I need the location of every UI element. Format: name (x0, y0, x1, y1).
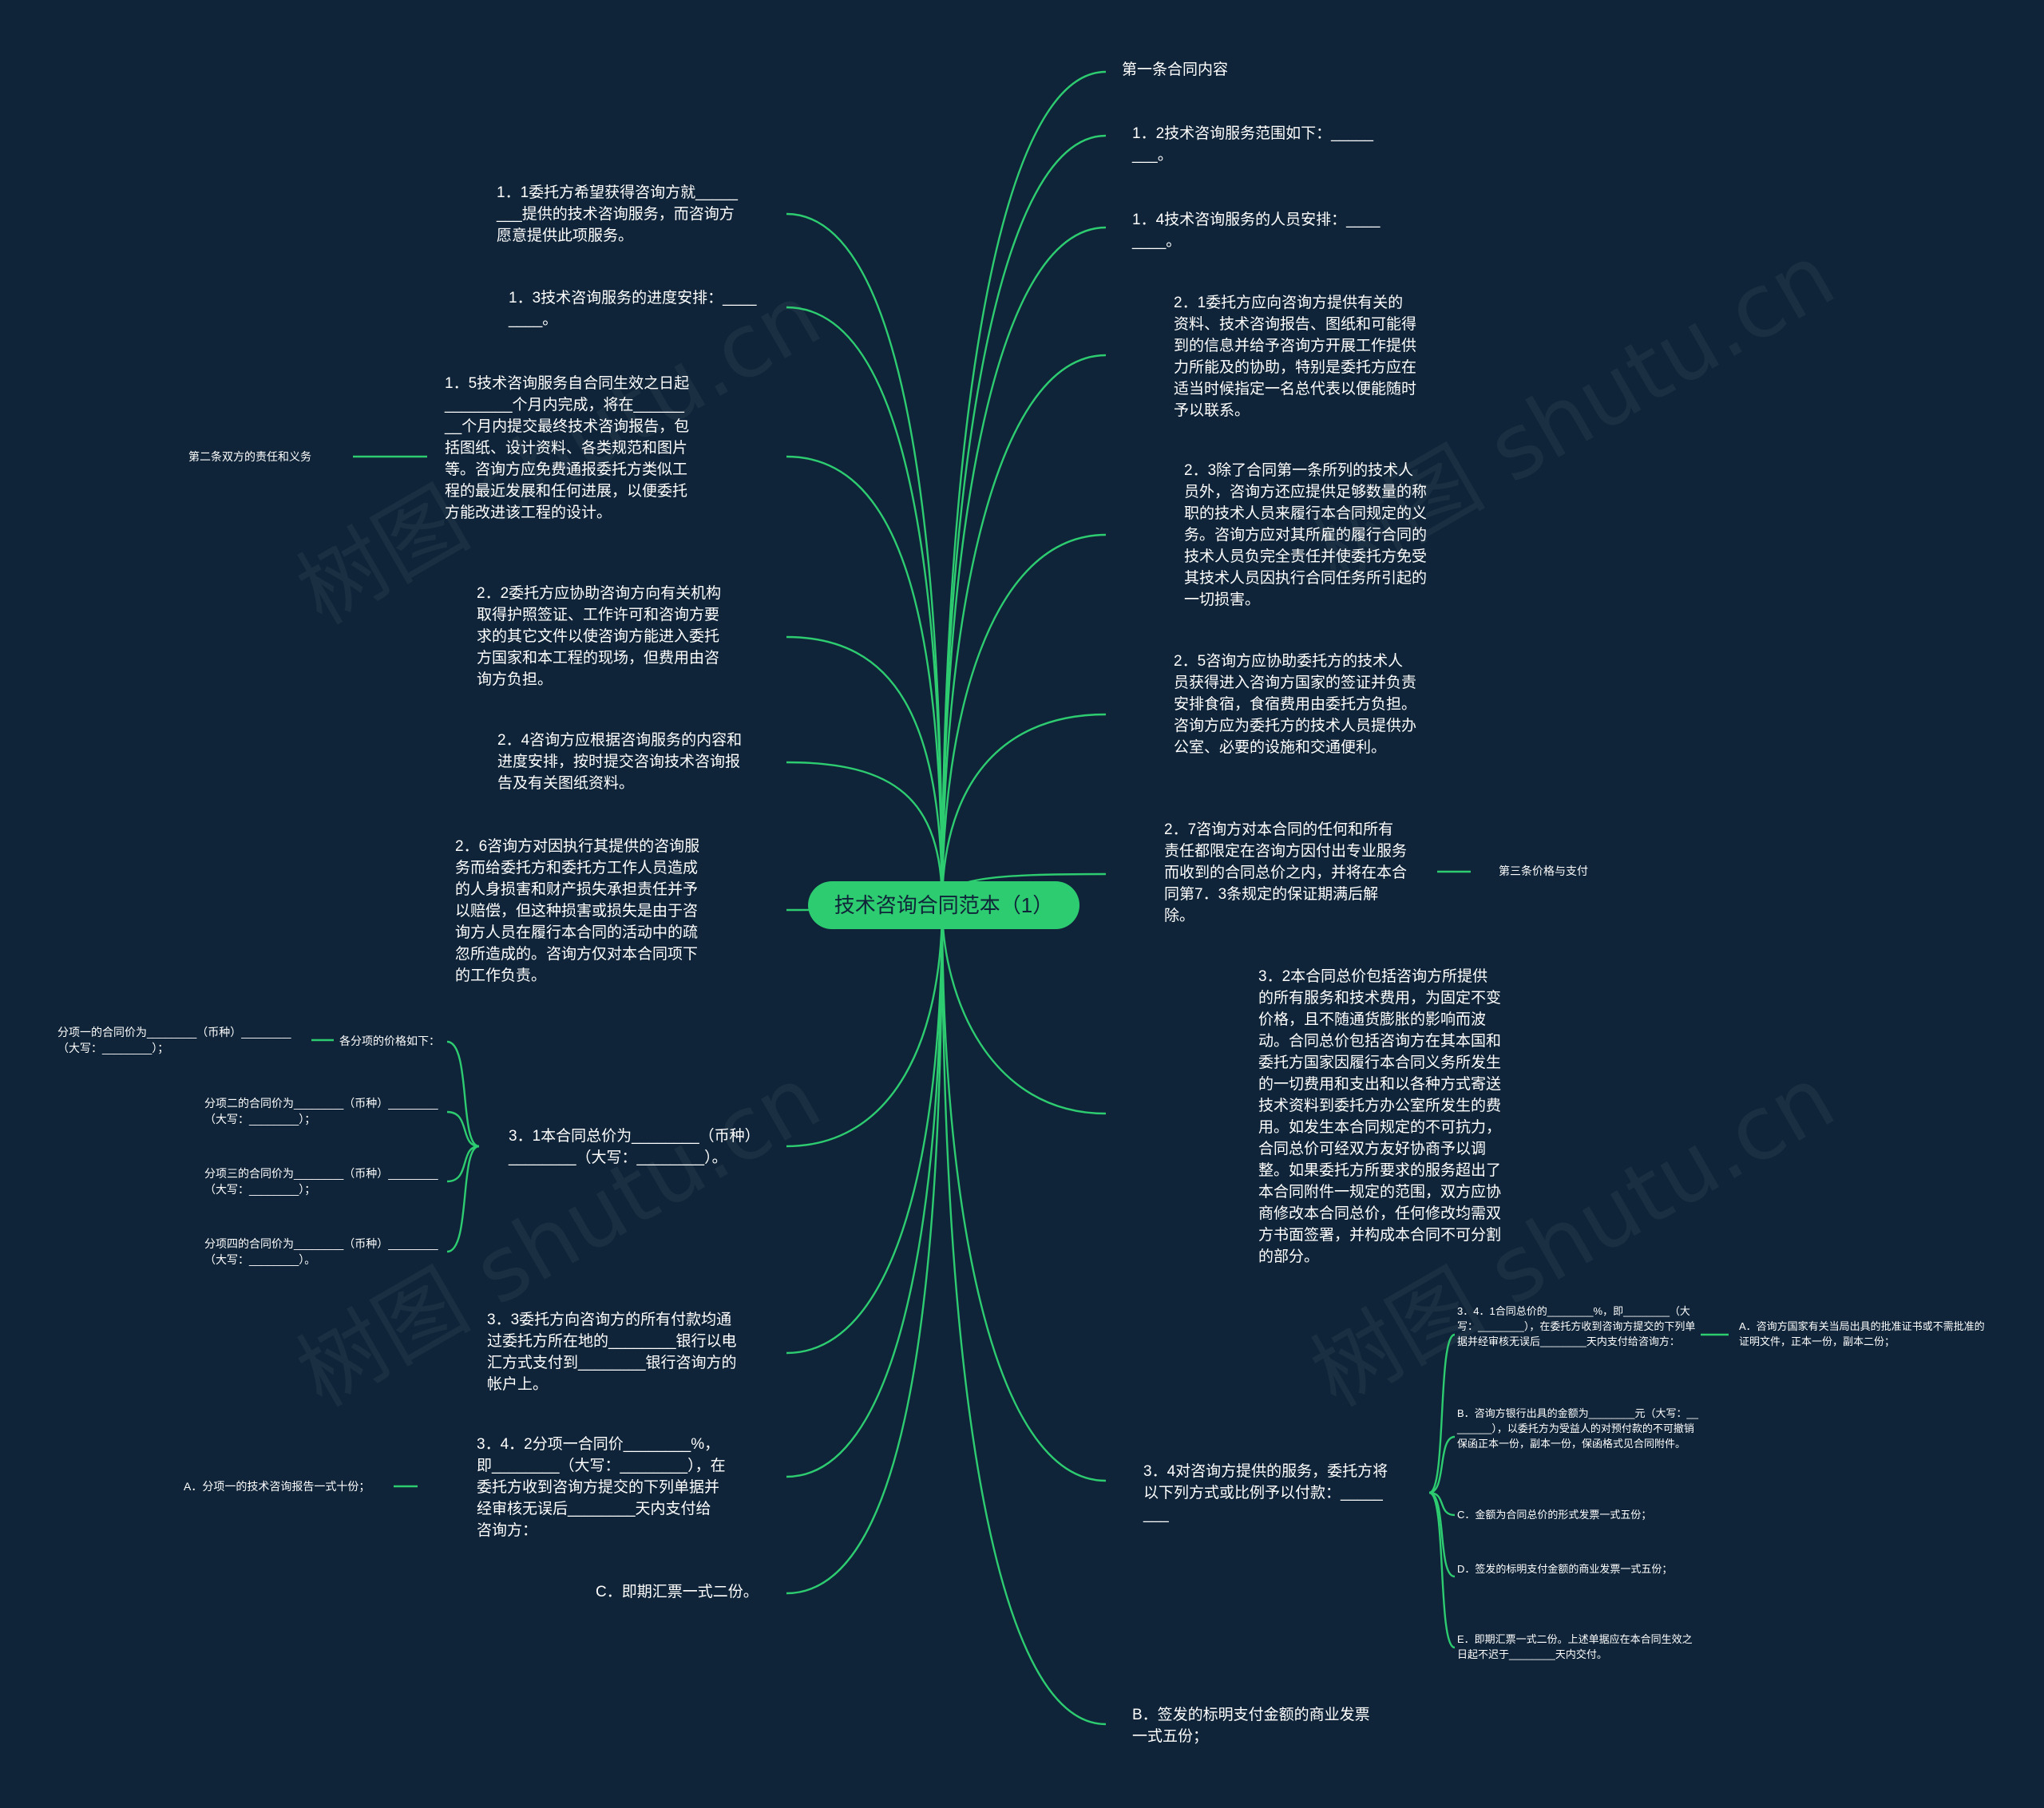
link-l7-c1 (446, 1040, 480, 1148)
node-consultant-liability[interactable]: 2．6咨询方对因执行其提供的咨询服务而给委托方和委托方工作人员造成的人身损害和财… (455, 838, 700, 984)
node-payment-proforma[interactable]: C．金额为合同总价的形式发票一式五份； (1457, 1509, 1652, 1521)
node-consultant-staff-duty[interactable]: 2．3除了合同第一条所列的技术人员外，咨询方还应提供足够数量的称职的技术人员来履… (1184, 462, 1428, 608)
link-r9-c5 (1428, 1491, 1456, 1649)
link-r9-c3 (1428, 1491, 1456, 1517)
node-liability-limit[interactable]: 2．7咨询方对本合同的任何和所有责任都限定在咨询方因付出专业服务而收到的合同总价… (1164, 821, 1408, 924)
link-r3 (941, 226, 1107, 906)
node-item-four-price[interactable]: 分项四的合同价为________（币种）________（大写：________… (204, 1237, 438, 1266)
node-client-assists-visa[interactable]: 2．2委托方应协助咨询方向有关机构取得护照签证、工作许可和咨询方要求的其它文件以… (477, 585, 722, 688)
node-schedule[interactable]: 1．3技术咨询服务的进度安排：________。 (509, 290, 757, 328)
link-l1 (786, 212, 944, 906)
node-client-provides-info[interactable]: 2．1委托方应向咨询方提供有关的资料、技术咨询报告、图纸和可能得到的信息并给予咨… (1174, 295, 1417, 419)
node-visa-accommodation[interactable]: 2．5咨询方应协助委托方的技术人员获得进入咨询方国家的签证并负责安排食宿，食宿费… (1174, 653, 1417, 756)
link-r5 (941, 533, 1107, 906)
link-l5 (786, 761, 944, 906)
link-r9-c4 (1428, 1491, 1456, 1578)
link-l10 (786, 904, 944, 1595)
node-item-three-price[interactable]: 分项三的合同价为________（币种）________（大写：________… (204, 1167, 438, 1196)
node-item-one-price[interactable]: 分项一的合同价为________（币种）________（大写：________… (57, 1026, 291, 1054)
node-item-one-payment[interactable]: 3．4．2分项一合同价________%，即________（大写：______… (477, 1436, 726, 1539)
node-staffing[interactable]: 1．4技术咨询服务的人员安排：________。 (1132, 212, 1380, 250)
link-r6 (941, 713, 1107, 906)
node-payment-method[interactable]: 3．4对咨询方提供的服务，委托方将以下列方式或比例予以付款：________ (1143, 1463, 1388, 1523)
node-contract-content-heading[interactable]: 第一条合同内容 (1122, 61, 1229, 78)
link-l7-c2 (446, 1110, 480, 1148)
link-l7-c3 (446, 1145, 480, 1183)
node-bank-transfer[interactable]: 3．3委托方向咨询方的所有付款均通过委托方所在地的________银行以电汇方式… (487, 1311, 737, 1393)
node-submit-reports[interactable]: 2．4咨询方应根据咨询服务的内容和进度安排，按时提交咨询技术咨询报告及有关图纸资… (497, 732, 743, 792)
node-payment-sight-draft[interactable]: E．即期汇票一式二份。上述单据应在本合同生效之日起不迟于________天内交付… (1457, 1633, 1693, 1660)
node-item-prices-heading[interactable]: 各分项的价格如下： (339, 1035, 440, 1047)
node-approval-certificate[interactable]: A．咨询方国家有关当局出具的批准证书或不需批准的证明文件，正本一份，副本二份； (1739, 1320, 1985, 1347)
node-commercial-invoice[interactable]: B．签发的标明支付金额的商业发票一式五份； (1132, 1707, 1370, 1745)
node-payment-3-4-1[interactable]: 3．4．1合同总价的________%，即________（大写：_______… (1457, 1305, 1696, 1347)
node-service-scope[interactable]: 1．2技术咨询服务范围如下：________。 (1132, 125, 1373, 164)
link-r9-c2 (1428, 1435, 1456, 1494)
link-r4 (941, 354, 1107, 906)
root-topic[interactable]: 技术咨询合同范本（1） (808, 881, 1079, 929)
label-duties[interactable]: 第二条双方的责任和义务 (188, 450, 311, 463)
link-r1 (941, 70, 1107, 906)
node-payment-commercial-invoice[interactable]: D．签发的标明支付金额的商业发票一式五份； (1457, 1563, 1673, 1575)
link-r10 (941, 904, 1107, 1726)
node-completion-period[interactable]: 1．5技术咨询服务自合同生效之日起________个月内完成，将在_______… (445, 375, 690, 521)
link-l2 (786, 306, 944, 906)
node-client-wishes[interactable]: 1．1委托方希望获得咨询方就________提供的技术咨询服务，而咨询方愿意提供… (497, 184, 738, 244)
node-total-price[interactable]: 3．1本合同总价为________（币种）________（大写：_______… (509, 1128, 760, 1166)
link-l9 (786, 904, 944, 1478)
link-l8 (786, 904, 944, 1355)
node-item-two-price[interactable]: 分项二的合同价为________（币种）________（大写：________… (204, 1097, 438, 1126)
link-l4 (786, 635, 944, 906)
link-l7-c4 (446, 1145, 480, 1253)
label-price-payment[interactable]: 第三条价格与支付 (1499, 864, 1588, 877)
link-l3 (786, 455, 944, 906)
link-l7 (786, 904, 944, 1148)
link-r9-c1 (1428, 1333, 1456, 1494)
node-sight-draft[interactable]: C．即期汇票一式二份。 (596, 1584, 759, 1600)
label-item-one-report[interactable]: A．分项一的技术咨询报告一式十份； (184, 1480, 370, 1493)
node-payment-guarantee[interactable]: B．咨询方银行出具的金额为________元（大写：________），以委托方… (1457, 1407, 1698, 1450)
node-total-price-terms[interactable]: 3．2本合同总价包括咨询方所提供的所有服务和技术费用，为固定不变价格，且不随通货… (1258, 968, 1502, 1265)
link-r8 (941, 904, 1107, 1115)
link-r9 (941, 904, 1107, 1482)
